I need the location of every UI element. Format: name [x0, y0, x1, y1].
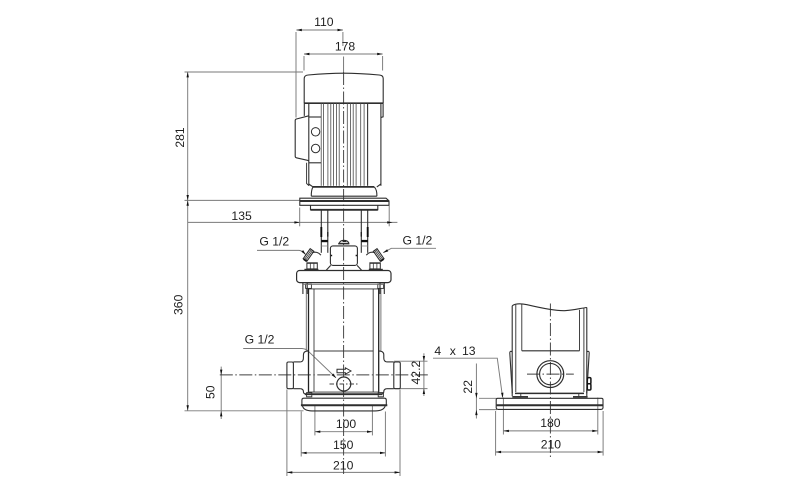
svg-text:210: 210	[541, 437, 562, 451]
svg-text:G 1/2: G 1/2	[259, 234, 289, 248]
svg-text:42.2: 42.2	[409, 361, 423, 385]
svg-text:135: 135	[231, 209, 252, 223]
svg-text:G 1/2: G 1/2	[245, 333, 275, 347]
svg-text:100: 100	[336, 417, 357, 431]
svg-text:360: 360	[171, 294, 185, 315]
svg-text:4: 4	[434, 344, 441, 358]
svg-text:13: 13	[462, 344, 476, 358]
svg-text:180: 180	[540, 416, 561, 430]
svg-text:210: 210	[333, 458, 354, 472]
svg-text:22: 22	[461, 380, 475, 394]
svg-text:G 1/2: G 1/2	[402, 233, 432, 247]
svg-text:50: 50	[204, 385, 218, 399]
svg-text:150: 150	[333, 438, 354, 452]
svg-text:281: 281	[173, 127, 187, 148]
svg-text:110: 110	[314, 15, 334, 29]
svg-text:178: 178	[335, 39, 356, 53]
svg-text:x: x	[450, 344, 456, 358]
